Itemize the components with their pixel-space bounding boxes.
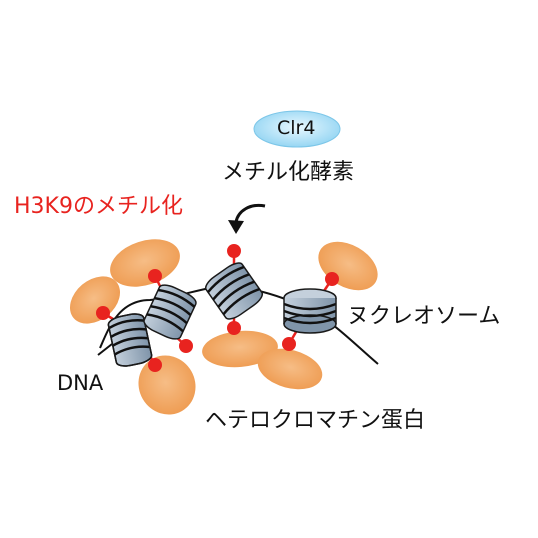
- enzyme-name-label: メチル化酵素: [222, 160, 355, 185]
- dna-label: DNA: [57, 371, 104, 395]
- protein-oval: [257, 348, 323, 390]
- enzyme-oval-label: Clr4: [277, 117, 316, 139]
- heterochromatin-protein-label: ヘテロクロマチン蛋白: [205, 408, 426, 433]
- methyl-dot-icon: [148, 269, 162, 283]
- methyl-dot-icon: [96, 306, 110, 320]
- methyl-dot-icon: [227, 321, 241, 335]
- methyl-dot-icon: [282, 337, 296, 351]
- nucleosome-label: ヌクレオソーム: [347, 304, 501, 329]
- protein-oval: [110, 239, 180, 287]
- nucleosome: [143, 284, 197, 340]
- dna-leader-line: [97, 343, 113, 356]
- methylation-label: H3K9のメチル化: [14, 194, 183, 219]
- methyl-dot-icon: [227, 244, 241, 258]
- methyl-dot-icon: [179, 339, 193, 353]
- methyl-dot-icon: [325, 272, 339, 286]
- protein-oval: [202, 330, 278, 368]
- curved-arrow-icon: [228, 203, 266, 234]
- nucleosome: [107, 313, 153, 367]
- nucleosome: [204, 262, 264, 320]
- nucleosome: [283, 288, 337, 334]
- methyl-dots: [96, 244, 339, 372]
- methyl-dot-icon: [148, 358, 162, 372]
- enzyme-oval: [253, 110, 341, 148]
